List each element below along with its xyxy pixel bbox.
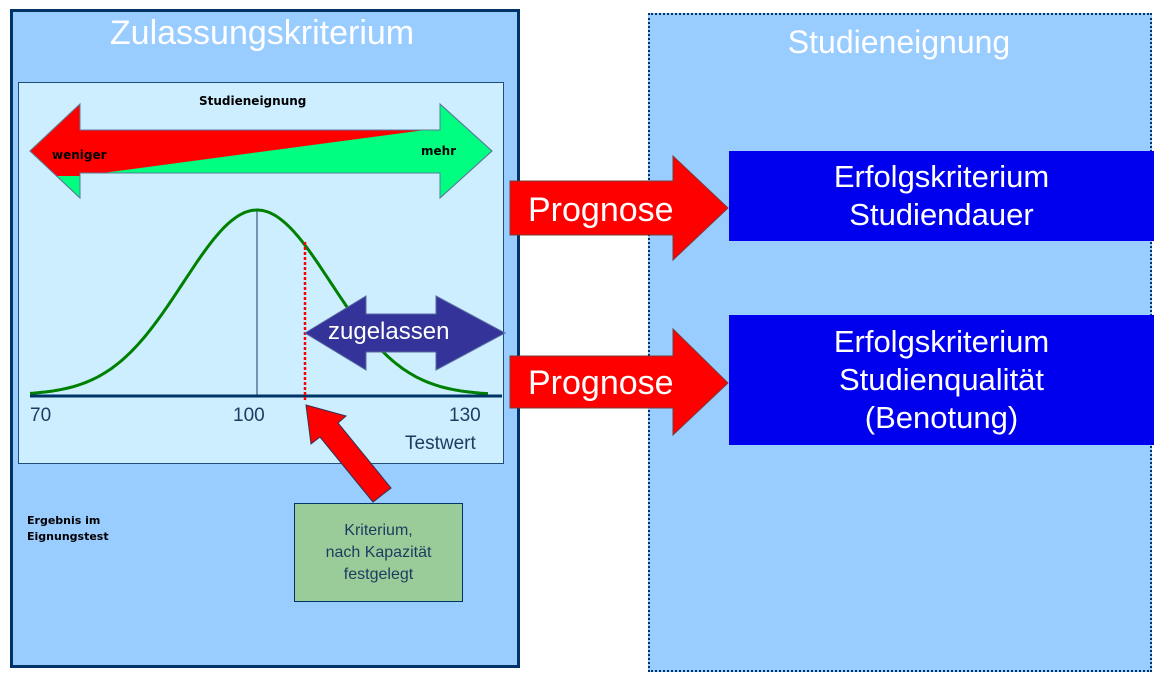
admitted-label: zugelassen	[328, 318, 450, 345]
criterion-line: Kriterium,	[344, 521, 413, 539]
success-criterion-duration-box: Erfolgskriterium Studiendauer	[729, 151, 1154, 241]
prognosis-label-2: Prognose	[528, 364, 674, 402]
prognosis-arrow-2	[509, 327, 729, 437]
axis-tick-100: 100	[233, 405, 265, 426]
scale-more-label: mehr	[421, 144, 457, 158]
axis-label-testwert: Testwert	[405, 433, 476, 454]
criterion-line: festgelegt	[343, 565, 414, 583]
normal-distribution-curve	[29, 208, 489, 396]
scale-title: Studieneignung	[199, 94, 307, 108]
test-result-label: Ergebnis im Eignungstest	[27, 513, 109, 545]
success-criterion-quality-box: Erfolgskriterium Studienqualität (Benotu…	[729, 315, 1154, 445]
admitted-range-arrow	[304, 295, 507, 371]
prognosis-arrow-1	[509, 154, 729, 262]
box-line: Erfolgskriterium	[833, 159, 1050, 194]
box-line: (Benotung)	[864, 400, 1019, 435]
test-result-line: Eignungstest	[27, 530, 109, 543]
cutoff-pointer-arrow	[305, 404, 392, 503]
scale-less-label: weniger	[52, 148, 107, 162]
prognosis-label-1: Prognose	[528, 191, 674, 229]
scale-arrow-outline	[29, 102, 493, 200]
criterion-line: nach Kapazität	[325, 543, 432, 561]
capacity-criterion-box: Kriterium, nach Kapazität festgelegt	[294, 503, 463, 602]
box-line: Studiendauer	[849, 197, 1034, 232]
box-line: Studienqualität	[838, 362, 1045, 397]
box-line: Erfolgskriterium	[833, 324, 1050, 359]
test-result-line: Ergebnis im	[27, 514, 101, 527]
axis-tick-130: 130	[449, 405, 481, 426]
admission-criterion-title: Zulassungskriterium	[109, 14, 415, 52]
axis-tick-70: 70	[30, 405, 52, 426]
study-aptitude-title: Studieneignung	[787, 24, 1011, 60]
